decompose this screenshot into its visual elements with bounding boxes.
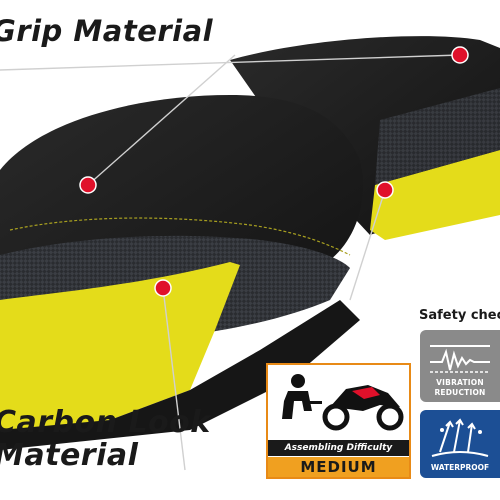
waterproof-label: WATERPROOF	[430, 463, 490, 472]
mechanic-motorcycle-icon	[282, 374, 404, 431]
assembling-difficulty-badge: Assembling Difficulty MEDIUM	[266, 363, 411, 479]
callout-dots	[79, 46, 469, 297]
material-label: Material	[0, 438, 139, 473]
callout-lines	[0, 54, 461, 471]
vibration-icon	[430, 345, 490, 373]
vibration-reduction-badge: VIBRATION REDUCTION	[420, 330, 500, 402]
difficulty-caption: Assembling Difficulty	[268, 440, 409, 456]
waterproof-icon	[431, 418, 489, 457]
vibration-line2: REDUCTION	[434, 388, 486, 397]
vibration-line1: VIBRATION	[436, 378, 484, 387]
front-yellow-panel	[0, 262, 240, 435]
seat-stitching	[9, 217, 351, 256]
safety-checks-title: Safety checks	[419, 308, 500, 323]
waterproof-badge: WATERPROOF	[420, 410, 500, 478]
difficulty-level: MEDIUM	[268, 457, 409, 477]
grip-material-label: Grip Material	[0, 14, 214, 48]
rear-yellow-panel	[370, 150, 500, 240]
carbon-look-label: Carbon Look	[0, 405, 211, 440]
rear-carbon-trim	[375, 88, 500, 185]
